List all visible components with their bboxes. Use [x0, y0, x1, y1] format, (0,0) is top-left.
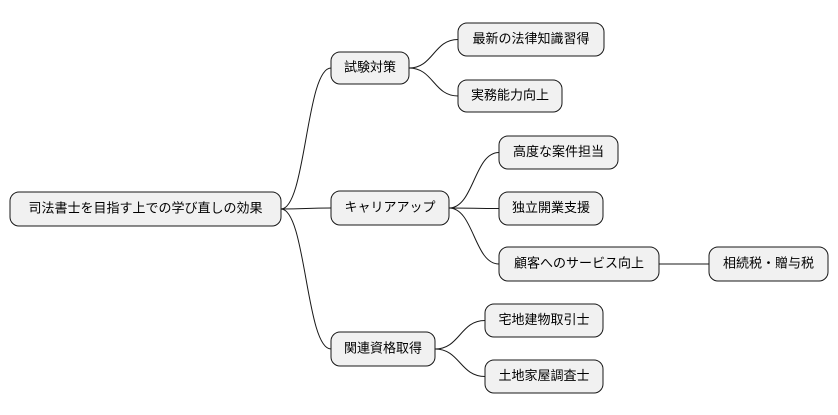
- node-career-up: キャリアアップ: [330, 190, 450, 226]
- node-practical-skill: 実務能力向上: [457, 79, 563, 113]
- node-independent-business: 独立開業支援: [498, 191, 604, 226]
- edge-career-customer-service: [448, 207, 500, 265]
- edge-exam-latest-law: [408, 39, 459, 69]
- node-latest-law-knowledge-label: 最新の法律知識習得: [472, 31, 589, 47]
- edge-exam-practical-skill: [408, 67, 459, 97]
- edge-career-advanced-cases: [448, 152, 500, 209]
- node-inheritance-gift-tax: 相続税・贈与税: [708, 246, 829, 282]
- node-career-up-label: キャリアアップ: [344, 201, 435, 216]
- node-real-estate-broker-label: 宅地建物取引士: [498, 313, 589, 328]
- edge-root-exam-prep: [280, 67, 332, 210]
- edge-career-independent: [448, 207, 500, 209]
- node-real-estate-broker: 宅地建物取引士: [484, 303, 604, 338]
- node-land-house-surveyor-label: 土地家屋調査士: [498, 368, 589, 384]
- node-advanced-cases: 高度な案件担当: [498, 135, 619, 170]
- node-independent-business-label: 独立開業支援: [512, 200, 590, 216]
- node-related-qualification: 関連資格取得: [330, 331, 436, 367]
- node-inheritance-gift-tax-label: 相続税・贈与税: [723, 256, 814, 272]
- node-advanced-cases-label: 高度な案件担当: [513, 144, 604, 160]
- node-root: 司法書士を目指す上での学び直しの効果: [9, 191, 282, 227]
- node-customer-service-label: 顧客へのサービス向上: [514, 256, 644, 272]
- edge-related-land-surveyor: [434, 348, 486, 377]
- node-related-qualification-label: 関連資格取得: [344, 341, 422, 357]
- node-practical-skill-label: 実務能力向上: [471, 88, 549, 104]
- node-land-house-surveyor: 土地家屋調査士: [484, 359, 604, 394]
- node-root-text: 司法書士を目指す上での学び直しの効果: [28, 201, 262, 217]
- node-customer-service: 顧客へのサービス向上: [498, 246, 660, 282]
- node-exam-prep-label: 試験対策: [344, 60, 396, 76]
- node-exam-prep: 試験対策: [330, 51, 410, 85]
- edge-root-related-qualification: [280, 208, 332, 350]
- edge-related-real-estate: [434, 320, 486, 350]
- node-latest-law-knowledge: 最新の法律知識習得: [457, 22, 605, 57]
- mindmap-edges: [280, 39, 709, 377]
- edge-root-career-up: [280, 207, 332, 210]
